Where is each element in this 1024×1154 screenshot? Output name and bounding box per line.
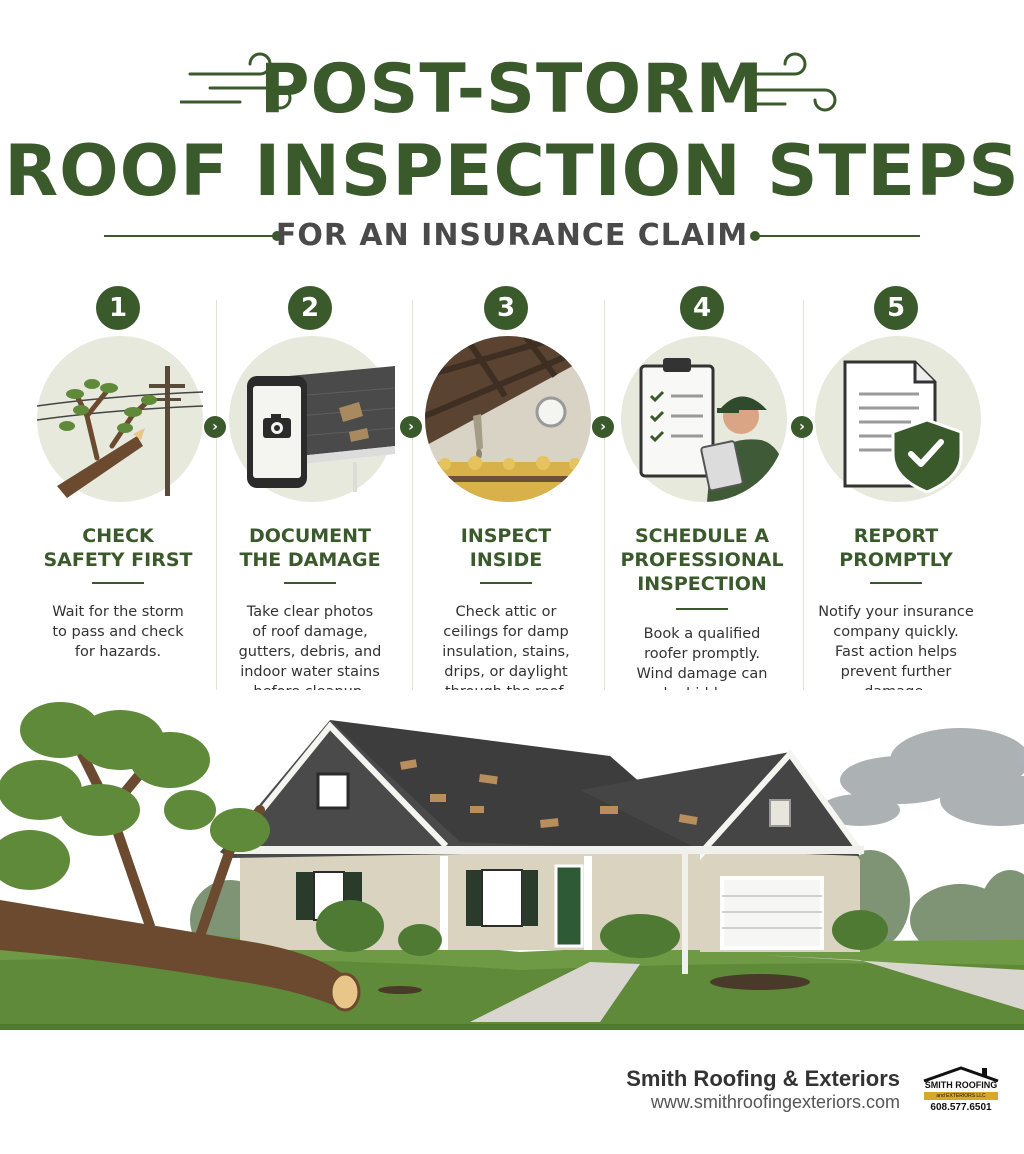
step-rule	[480, 582, 532, 584]
step-rule	[676, 608, 728, 610]
phone-camera-roof-icon	[229, 336, 395, 502]
step-5: 5 REPORT PROMPTLY Notify your insurance …	[798, 282, 994, 712]
footer: Smith Roofing & Exteriors www.smithroofi…	[0, 1030, 1024, 1154]
step-title: CHECK SAFETY FIRST	[43, 525, 193, 571]
step-description: Wait for the storm to pass and check for…	[52, 604, 184, 660]
document-shield-icon	[815, 336, 981, 502]
subtitle-dot-right	[750, 231, 760, 241]
wind-left-icon	[180, 52, 292, 110]
step-4: 4 SCHEDULE A PROFESSIONAL INSPECTION Boo…	[604, 282, 800, 712]
wind-right-icon	[745, 52, 837, 112]
chevron-right-icon: ›	[400, 416, 422, 438]
company-logo: SMITH ROOFING and EXTERIORS LLC 608.577.…	[920, 1066, 1002, 1130]
subtitle: FOR AN INSURANCE CLAIM	[275, 218, 749, 253]
step-title: REPORT PROMPTLY	[839, 525, 953, 571]
subtitle-rule-right	[758, 235, 920, 237]
step-3: 3 INSPECT INSIDE Check attic or ceilings…	[408, 282, 604, 712]
logo-subtitle: and EXTERIORS LLC	[924, 1092, 998, 1100]
step-number: 3	[484, 286, 528, 330]
step-divider	[216, 300, 217, 710]
step-number: 5	[874, 286, 918, 330]
step-divider	[604, 300, 605, 710]
inspector-clipboard-icon	[621, 336, 787, 502]
step-title: SCHEDULE A PROFESSIONAL INSPECTION	[620, 525, 784, 595]
step-rule	[870, 582, 922, 584]
step-rule	[284, 582, 336, 584]
chevron-right-icon: ›	[791, 416, 813, 438]
step-description: Notify your insurance company quickly. F…	[818, 604, 974, 700]
title-line-1: POST-STORM	[259, 50, 765, 129]
roof-logo-icon	[923, 1066, 999, 1082]
chevron-right-icon: ›	[204, 416, 226, 438]
company-name: Smith Roofing & Exteriors	[626, 1066, 900, 1091]
step-number: 2	[288, 286, 332, 330]
website-link[interactable]: www.smithroofingexteriors.com	[650, 1092, 900, 1112]
subtitle-dot-left	[272, 231, 282, 241]
title-line-2: ROOF INSPECTION STEPS	[4, 130, 1020, 212]
step-description: Take clear photos of roof damage, gutter…	[238, 604, 382, 700]
chevron-right-icon: ›	[592, 416, 614, 438]
attic-leak-icon	[425, 336, 591, 502]
subtitle-row: FOR AN INSURANCE CLAIM	[100, 214, 924, 258]
step-2: 2 DOCUMENT THE DAMAGE Take clear photos …	[212, 282, 408, 712]
storm-damaged-house-illustration	[0, 690, 1024, 1030]
step-divider	[412, 300, 413, 710]
step-description: Check attic or ceilings for damp insulat…	[442, 604, 570, 700]
logo-name: SMITH ROOFING	[924, 1080, 998, 1090]
fallen-tree-power-line-icon	[37, 336, 203, 502]
logo-phone: 608.577.6501	[930, 1102, 992, 1113]
step-number: 4	[680, 286, 724, 330]
step-title: DOCUMENT THE DAMAGE	[239, 525, 381, 571]
subtitle-rule-left	[104, 235, 274, 237]
step-divider	[803, 300, 804, 710]
step-1: 1 CHECK SAFETY FIRST Wait for the storm …	[20, 282, 216, 712]
step-rule	[92, 582, 144, 584]
step-number: 1	[96, 286, 140, 330]
step-title: INSPECT INSIDE	[460, 525, 552, 571]
